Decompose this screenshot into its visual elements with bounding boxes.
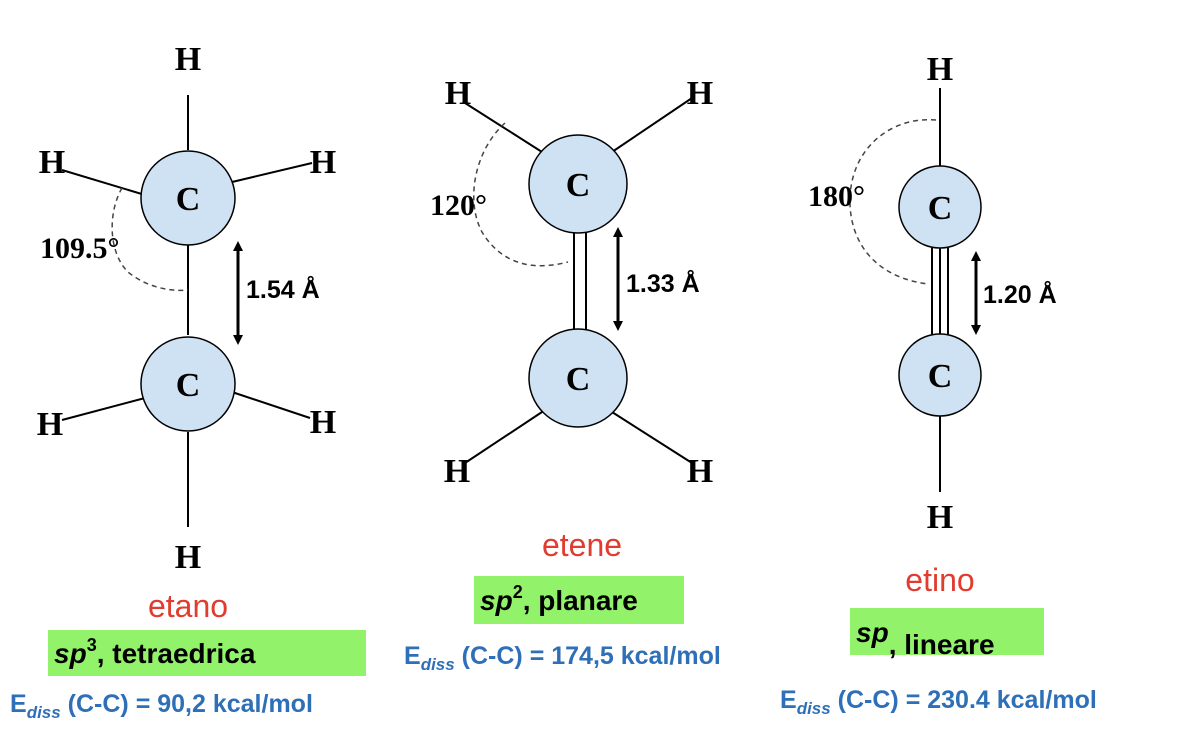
ethane-structure: C C H H H H H H 109.5° 1.54 Å [37, 41, 336, 576]
hydrogen-label: H [687, 453, 713, 490]
hybridization-box [48, 630, 366, 676]
bond-c1-h-left [61, 169, 146, 196]
hybridization-exponent: 2 [513, 582, 523, 602]
carbon-atom-1 [898, 165, 982, 249]
hydrogen-label: H [927, 499, 953, 536]
bond-angle-label: 120° [430, 189, 487, 222]
hydrogen-label: H [37, 406, 63, 443]
energy-symbol: E [780, 686, 797, 714]
energy-value: (C-C) = 90,2 kcal/mol [61, 690, 313, 718]
ethyne-structure: C C H H 180° 1.20 Å [808, 51, 1057, 536]
hybridization-symbol: sp [480, 585, 513, 616]
energy-subscript: diss [797, 699, 831, 718]
hydrogen-label: H [687, 75, 713, 112]
bond-c1-h-right [231, 162, 313, 183]
carbon-atom-2 [140, 336, 236, 432]
molecule-name: etino [905, 562, 974, 598]
ethene-structure: C C H H H H 120° 1.33 Å [430, 75, 713, 490]
hybridization-label: sp2, planare [480, 582, 638, 616]
carbon-atom-1 [528, 134, 628, 234]
hybridization-box [850, 608, 1044, 655]
carbon-label: C [928, 358, 953, 395]
dissociation-energy: Ediss (C-C) = 90,2 kcal/mol [10, 690, 313, 722]
carbon-atom-2 [528, 328, 628, 428]
angle-arc [472, 122, 569, 267]
hybridization-box [474, 576, 684, 624]
angle-arc [849, 118, 937, 285]
bond-c1-h-right [611, 97, 693, 153]
carbon-label: C [566, 167, 591, 204]
bond-angle-label: 109.5° [40, 232, 120, 265]
energy-symbol: E [404, 642, 421, 670]
hybridization-geometry: , tetraedrica [97, 638, 256, 669]
bond-c1-h-left [464, 102, 543, 153]
hydrogen-label: H [175, 41, 201, 78]
bond-c2-h-right [231, 391, 311, 419]
carbon-atom-1 [140, 150, 236, 246]
molecule-name: etano [148, 588, 228, 624]
bond-c2-h-left [61, 397, 146, 421]
hybridization-label: sp, lineare [856, 617, 995, 660]
hybridization-geometry: , lineare [889, 629, 995, 660]
bond-length-label: 1.54 Å [246, 275, 320, 304]
bond-length-label: 1.33 Å [626, 269, 700, 298]
energy-symbol: E [10, 690, 27, 718]
hybridization-symbol: sp [856, 617, 889, 648]
carbon-label: C [176, 367, 201, 404]
carbon-atom-2 [898, 333, 982, 417]
dissociation-energy: Ediss (C-C) = 174,5 kcal/mol [404, 642, 721, 674]
hydrogen-label: H [39, 144, 65, 181]
hydrogen-label: H [310, 144, 336, 181]
hybridization-label: sp3, tetraedrica [54, 635, 256, 669]
hydrogen-label: H [445, 75, 471, 112]
bond-length-label: 1.20 Å [983, 280, 1057, 309]
hydrogen-label: H [310, 404, 336, 441]
energy-subscript: diss [421, 655, 455, 674]
carbon-label: C [928, 190, 953, 227]
energy-subscript: diss [27, 703, 61, 722]
hybridization-symbol: sp [54, 638, 87, 669]
hybridization-exponent: 3 [87, 635, 97, 655]
energy-value: (C-C) = 174,5 kcal/mol [455, 642, 721, 670]
energy-value: (C-C) = 230.4 kcal/mol [831, 686, 1097, 714]
hydrogen-label: H [927, 51, 953, 88]
molecule-name: etene [542, 527, 622, 563]
hybridization-geometry: , planare [523, 585, 638, 616]
bond-angle-label: 180° [808, 180, 865, 213]
hydrogen-label: H [444, 453, 470, 490]
hydrogen-label: H [175, 539, 201, 576]
carbon-label: C [566, 361, 591, 398]
carbon-label: C [176, 181, 201, 218]
dissociation-energy: Ediss (C-C) = 230.4 kcal/mol [780, 686, 1097, 718]
bond-c2-h-right [611, 411, 693, 464]
bond-c2-h-left [464, 411, 543, 464]
